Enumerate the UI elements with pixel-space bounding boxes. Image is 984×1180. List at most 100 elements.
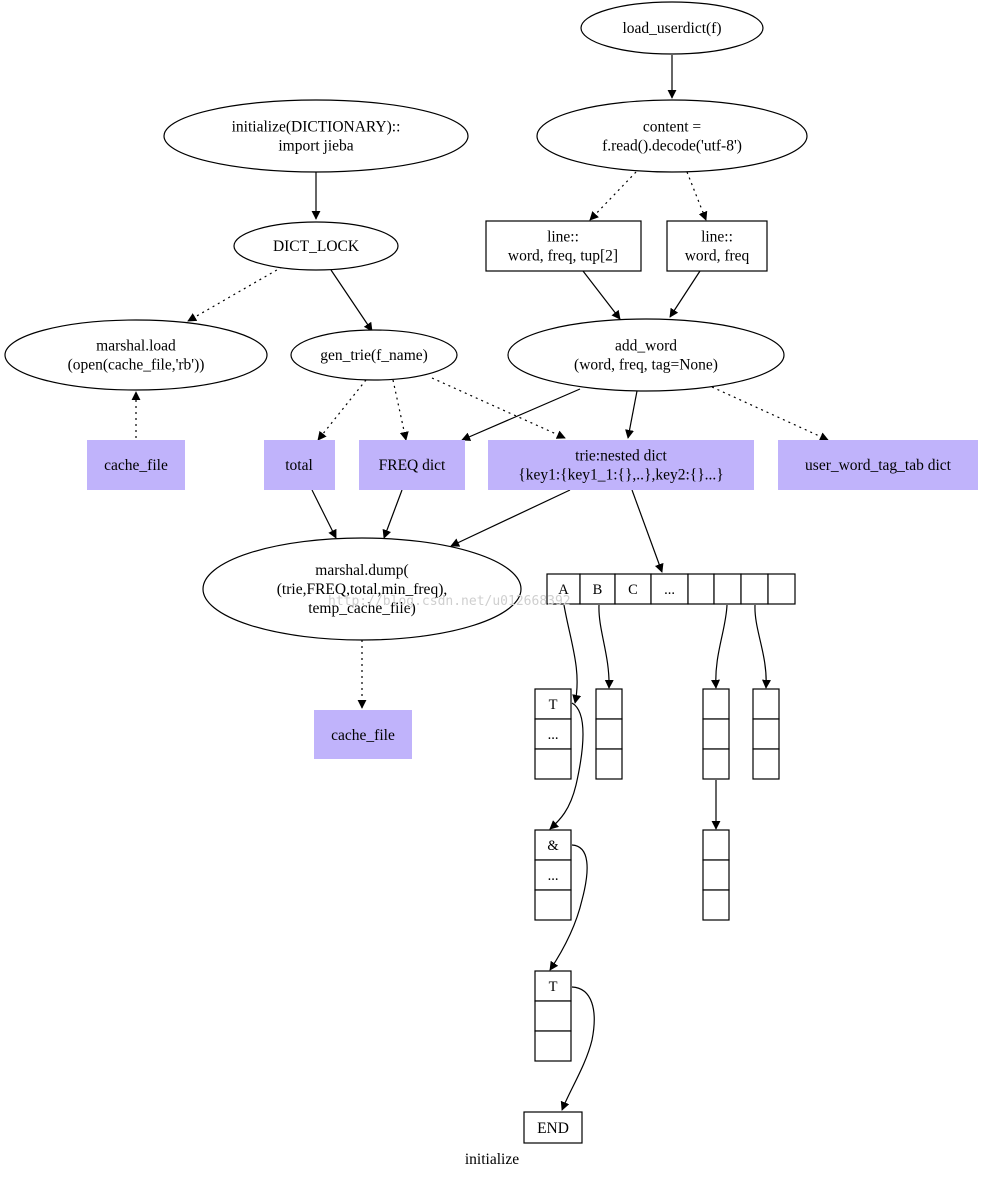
stack-cell xyxy=(534,859,572,891)
label-line: user_word_tag_tab dict xyxy=(805,457,952,474)
node-load-userdict: load_userdict(f) xyxy=(580,1,764,55)
node-cache-file-top: cache_file xyxy=(87,440,185,490)
stack-cell-label: ... xyxy=(548,727,559,743)
node-dict-lock: DICT_LOCK xyxy=(233,221,399,271)
label-line: content = xyxy=(643,119,701,136)
node-label: content = f.read().decode('utf-8') xyxy=(602,119,742,155)
label-line: line:: xyxy=(547,229,579,246)
edge-gentrie-trie xyxy=(431,377,566,439)
trie-node-9 xyxy=(752,688,780,780)
label-line: load_userdict(f) xyxy=(623,20,722,37)
trie-node-amp: &... xyxy=(534,829,572,921)
edge-addword-trie xyxy=(625,390,638,439)
node-freq-dict: FREQ dict xyxy=(359,440,465,490)
node-end: END xyxy=(523,1111,583,1144)
edge-addword-usertag xyxy=(711,386,829,441)
label-line: cache_file xyxy=(104,457,168,474)
label-line: line:: xyxy=(701,229,733,246)
trie-node-t2: T xyxy=(534,970,572,1062)
node-label: initialize(DICTIONARY)::import jieba xyxy=(232,119,401,155)
label-line: cache_file xyxy=(331,727,395,744)
edge-subAmp-subT2 xyxy=(549,844,588,971)
diagram-caption: initialize xyxy=(465,1151,519,1168)
label-line: DICT_LOCK xyxy=(273,238,360,255)
edge-cellB-subB xyxy=(598,604,614,689)
edge-cellA-subT xyxy=(563,604,582,704)
edge-freq-marshaldump xyxy=(382,489,403,539)
node-trie: trie:nested dict{key1:{key1_1:{},..},key… xyxy=(488,440,754,490)
label-line: word, freq, tup[2] xyxy=(508,248,618,265)
stack-cell xyxy=(702,859,730,891)
label-line: (open(cache_file,'rb')) xyxy=(68,357,205,374)
edge-gentrie-freq xyxy=(392,379,409,441)
node-marshal-load: marshal.load(open(cache_file,'rb')) xyxy=(4,319,268,391)
edges xyxy=(131,55,829,1111)
node-label: line::word, freq xyxy=(685,229,750,265)
edge-dictlock-gentrie xyxy=(330,269,373,332)
node-label: marshal.dump((trie,FREQ,total,min_freq),… xyxy=(277,562,447,617)
node-label: total xyxy=(285,457,313,474)
node-label: user_word_tag_tab dict xyxy=(805,457,952,474)
stack-cell xyxy=(534,1030,572,1062)
label-line: trie:nested dict xyxy=(575,448,667,465)
node-label: load_userdict(f) xyxy=(623,20,722,37)
node-content: content = f.read().decode('utf-8') xyxy=(536,99,808,173)
node-label: gen_trie(f_name) xyxy=(320,347,428,364)
stack-cell xyxy=(595,748,623,780)
stack-cell-label: T xyxy=(549,697,558,713)
stack-cell xyxy=(752,748,780,780)
array-cell xyxy=(687,573,715,605)
node-label: FREQ dict xyxy=(379,457,446,474)
node-line-tup: line::word, freq, tup[2] xyxy=(485,220,642,272)
edge-dictlock-marshalload xyxy=(187,266,283,322)
node-add-word: add_word(word, freq, tag=None) xyxy=(507,318,785,392)
label-line: END xyxy=(537,1120,569,1137)
label-line: initialize(DICTIONARY):: xyxy=(232,119,401,136)
watermark: http://blog.csdn.net/u012668392 xyxy=(328,594,571,609)
label-line: FREQ dict xyxy=(379,457,446,474)
label-line: add_word xyxy=(615,338,677,355)
stack-cell xyxy=(534,829,572,861)
stack-cell xyxy=(702,889,730,921)
stack-cell-label: ... xyxy=(548,868,559,884)
stack-cell xyxy=(534,718,572,750)
node-label: cache_file xyxy=(104,457,168,474)
node-label: trie:nested dict{key1:{key1_1:{},..},key… xyxy=(518,448,723,484)
stack-cell-label: & xyxy=(547,838,559,854)
array-cell-label: ... xyxy=(664,582,675,598)
trie-node-b xyxy=(595,688,623,780)
label-line: f.read().decode('utf-8') xyxy=(602,138,742,155)
edge-subT-subAmp xyxy=(549,702,584,830)
node-user-word-tag-tab: user_word_tag_tab dict xyxy=(778,440,978,490)
edge-linetup-addword xyxy=(582,270,621,320)
edge-total-marshaldump xyxy=(311,489,337,539)
node-initialize: initialize(DICTIONARY)::import jieba xyxy=(163,99,469,173)
array-cell xyxy=(740,573,769,605)
stack-cell xyxy=(702,688,730,720)
label-line: import jieba xyxy=(278,138,353,155)
stack-cell xyxy=(752,718,780,750)
stack-cell-label: T xyxy=(549,979,558,995)
stack-cell xyxy=(702,829,730,861)
edge-cell9-sub9 xyxy=(754,604,771,689)
edge-trie-array xyxy=(631,489,664,573)
node-label: add_word(word, freq, tag=None) xyxy=(574,338,718,374)
stack-cell xyxy=(534,889,572,921)
node-label: DICT_LOCK xyxy=(273,238,360,255)
node-label: cache_file xyxy=(331,727,395,744)
label-line: (trie,FREQ,total,min_freq), xyxy=(277,581,447,598)
label-line: temp_cache_file) xyxy=(308,600,416,617)
stack-cell xyxy=(534,1000,572,1032)
node-line-freq: line::word, freq xyxy=(666,220,768,272)
node-label: marshal.load(open(cache_file,'rb')) xyxy=(68,338,205,374)
node-label: line::word, freq, tup[2] xyxy=(508,229,618,265)
trie-node-t: T... xyxy=(534,688,572,780)
label-line: word, freq xyxy=(685,248,750,265)
node-gen-trie: gen_trie(f_name) xyxy=(290,329,458,381)
stack-cell xyxy=(702,718,730,750)
array-cell xyxy=(614,573,652,605)
edge-cell7-sub7 xyxy=(711,604,728,689)
edge-content-linetup xyxy=(589,171,637,221)
stack-cell xyxy=(595,688,623,720)
stack-cell xyxy=(702,748,730,780)
